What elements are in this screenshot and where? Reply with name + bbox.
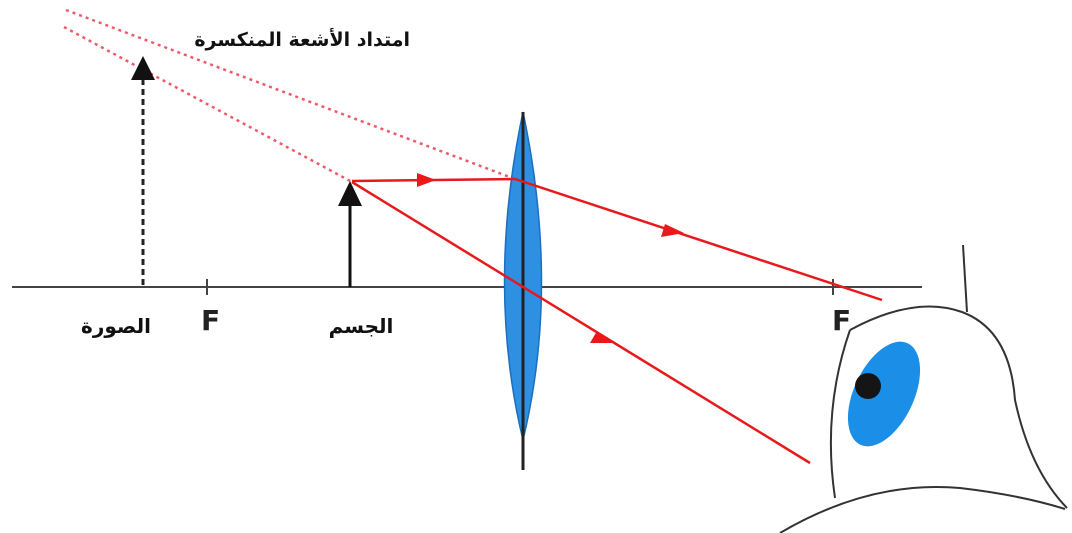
eye-upper-lid: [849, 305, 1068, 509]
image-arrow-head: [131, 56, 155, 80]
image-label: الصورة: [81, 314, 151, 338]
ray-arrow-3: [590, 331, 614, 343]
eye-pupil: [855, 373, 881, 399]
extension-ray-upper: [65, 8, 516, 181]
extension-ray-lower: [63, 25, 353, 184]
ray-arrow-2: [661, 224, 684, 237]
object-arrow-head: [338, 181, 362, 206]
central-ray: [351, 180, 811, 465]
eye-iris: [847, 341, 921, 447]
object-label: الجسم: [328, 314, 394, 338]
focal-point-right-label: F: [832, 304, 852, 337]
eye-brow-line: [962, 244, 968, 313]
ray-arrow-1: [417, 173, 436, 187]
parallel-ray: [351, 177, 883, 302]
eye-lower-lid: [779, 485, 1066, 533]
extension-rays-label: امتداد الأشعة المنكسرة: [194, 29, 410, 51]
eye-icon: [779, 244, 1068, 533]
eye-front-curve: [829, 329, 851, 499]
focal-point-left-label: F: [201, 304, 221, 337]
